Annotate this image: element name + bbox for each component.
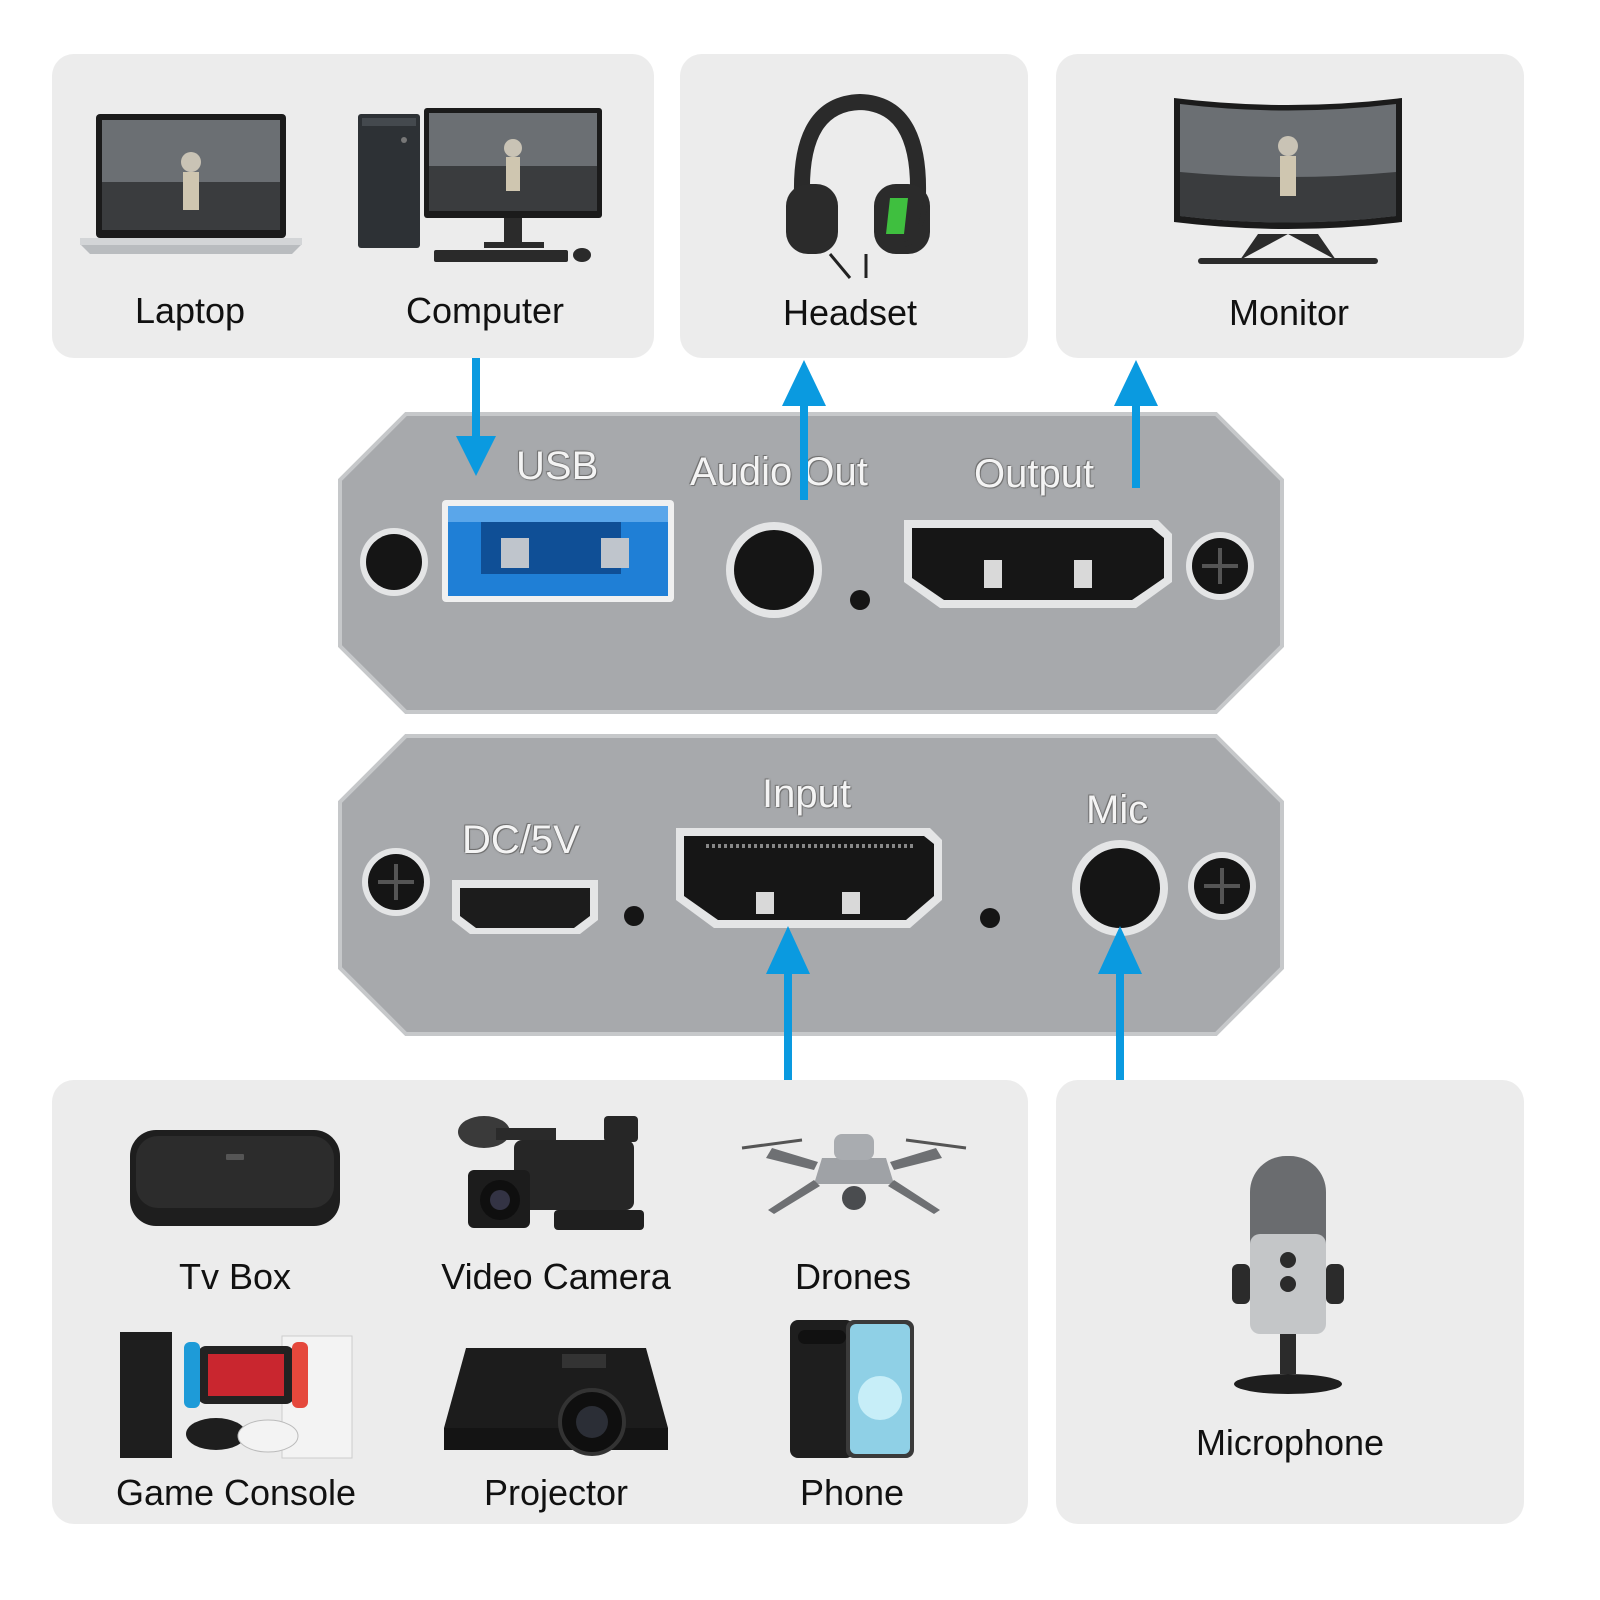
tv-box-icon: [128, 1126, 342, 1236]
phone-label: Phone: [799, 1472, 905, 1513]
dc-port-label: DC/5V: [462, 818, 580, 862]
capture-card-bottom-face: [336, 732, 1286, 1038]
audio-out-port-label: Audio Out: [690, 450, 868, 494]
monitor-label: Monitor: [1228, 292, 1350, 333]
phone-icon: [788, 1318, 916, 1460]
arrow-output-to-monitor: [1114, 360, 1158, 488]
computer-label: Computer: [405, 290, 565, 331]
mic-port-label: Mic: [1086, 788, 1149, 832]
microphone-label: Microphone: [1195, 1422, 1385, 1463]
projector-icon: [442, 1338, 670, 1462]
microphone-icon: [1226, 1154, 1350, 1398]
tv-box-label: Tv Box: [178, 1256, 292, 1297]
projector-label: Projector: [483, 1472, 629, 1513]
drones-label: Drones: [794, 1256, 912, 1297]
capture-card-top-face: [336, 410, 1286, 716]
drone-icon: [738, 1114, 970, 1222]
video-camera-label: Video Camera: [441, 1256, 671, 1297]
game-console-label: Game Console: [115, 1472, 357, 1513]
headset-label: Headset: [782, 292, 918, 333]
arrow-computer-to-usb: [456, 358, 496, 478]
usb-port-label: USB: [516, 444, 599, 488]
input-port-label: Input: [762, 772, 851, 816]
output-port-label: Output: [974, 452, 1095, 496]
video-camera-icon: [454, 1106, 660, 1246]
arrow-sources-to-input: [766, 926, 810, 1082]
arrow-microphone-to-mic: [1098, 926, 1142, 1082]
desktop-computer-icon: [354, 106, 604, 266]
arrow-audio-out-to-headset: [782, 360, 826, 500]
laptop-label: Laptop: [134, 290, 246, 331]
headset-icon: [780, 94, 940, 280]
game-console-icon: [118, 1316, 354, 1462]
laptop-icon: [80, 112, 302, 260]
monitor-icon: [1170, 94, 1406, 268]
